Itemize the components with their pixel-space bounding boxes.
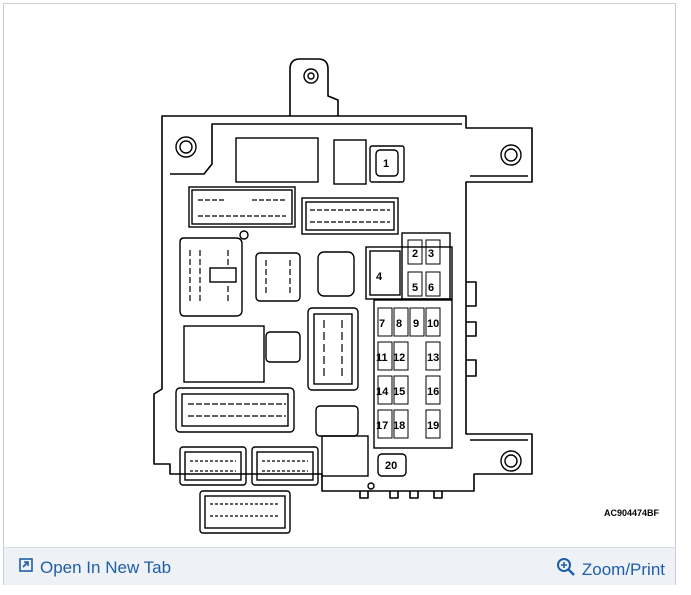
mount-hole-right-top (500, 144, 522, 166)
zoom-print-label: Zoom/Print (581, 559, 665, 579)
mount-hole-left (175, 136, 197, 158)
fuse-label-4: 4 (376, 271, 383, 283)
fuse-label-19: 19 (427, 420, 439, 432)
fuse-label-20: 20 (385, 460, 397, 472)
connector-a (188, 186, 296, 228)
fuse-box-diagram: 1 2 3 4 5 6 7 8 9 10 11 12 13 14 15 16 1… (153, 58, 660, 534)
fuse-label-5: 5 (412, 282, 418, 294)
fuse-label-13: 13 (427, 352, 439, 364)
fuse-label-14: 14 (376, 386, 389, 398)
mount-hole-right-bottom (500, 450, 522, 472)
connector-f (307, 307, 359, 391)
fuse-label-11: 11 (376, 352, 388, 364)
fuse-label-10: 10 (427, 318, 439, 330)
fuse-20-slot (377, 453, 407, 477)
housing-outline (153, 115, 533, 492)
viewer-footer: Open In New Tab Zoom/Print (4, 547, 675, 585)
relay-left (183, 325, 265, 383)
fuse-label-8: 8 (396, 318, 402, 330)
fuse-label-2: 2 (412, 248, 418, 260)
diagram-ref-code: AC904474BF (604, 508, 660, 518)
fuse-label-6: 6 (428, 282, 434, 294)
connector-b (301, 197, 399, 235)
connector-h (315, 405, 359, 437)
connector-i (179, 446, 247, 486)
connector-g (175, 387, 295, 433)
connector-j (251, 446, 319, 486)
connector-c (179, 237, 243, 317)
viewer-frame: 1 2 3 4 5 6 7 8 9 10 11 12 13 14 15 16 1… (3, 3, 676, 585)
connector-e (317, 251, 355, 297)
fuse-label-12: 12 (393, 352, 405, 364)
connector-d (255, 252, 301, 302)
fuse-1-slot (375, 149, 399, 177)
fuse-label-3: 3 (428, 248, 434, 260)
open-new-tab-icon (18, 557, 34, 578)
fuse-label-15: 15 (393, 386, 405, 398)
magnifier-icon (556, 557, 576, 582)
open-new-tab-link[interactable]: Open In New Tab (18, 557, 171, 578)
top-relay-block (235, 137, 319, 183)
top-mounting-tab (289, 58, 339, 116)
open-new-tab-label: Open In New Tab (40, 557, 172, 577)
fuse-label-18: 18 (393, 420, 405, 432)
fuse-label-1: 1 (383, 158, 389, 170)
zoom-print-link[interactable]: Zoom/Print (556, 557, 665, 582)
connector-k (199, 490, 291, 534)
fuse-label-7: 7 (379, 318, 385, 330)
mount-hole-top (303, 68, 319, 84)
fuse-label-17: 17 (376, 420, 388, 432)
fuse-label-16: 16 (427, 386, 439, 398)
fuse-label-9: 9 (413, 318, 419, 330)
